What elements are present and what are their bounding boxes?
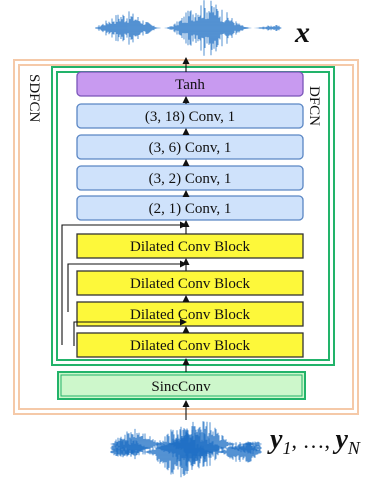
- sincconv-block-inner: [60, 374, 303, 397]
- input-label-subN: N: [347, 438, 361, 458]
- dilated-block-label: Dilated Conv Block: [130, 338, 250, 354]
- dilated-block-box: [76, 233, 304, 259]
- output-waveform: [95, 0, 282, 56]
- dilated-block: Dilated Conv Block: [76, 233, 304, 259]
- dilated-block: Dilated Conv Block: [76, 301, 304, 327]
- activation-block: Tanh: [76, 71, 304, 97]
- dilated-block-label: Dilated Conv Block: [130, 239, 250, 255]
- dilated-block: Dilated Conv Block: [76, 270, 304, 296]
- input-label-y2: y: [332, 424, 348, 455]
- sincconv-block: [57, 371, 306, 400]
- dfcn-label: DFCN: [306, 86, 322, 126]
- waveform-trace: [95, 0, 282, 56]
- dilated-block-box: [76, 332, 304, 358]
- conv-block-label: (2, 1) Conv, 1: [149, 201, 232, 217]
- conv-block-label: (3, 6) Conv, 1: [149, 140, 232, 156]
- activation-block-box: [76, 71, 304, 97]
- conv-block: (3, 6) Conv, 1: [76, 134, 304, 160]
- output-label: x: [294, 16, 310, 49]
- conv-block-label: (3, 2) Conv, 1: [149, 171, 232, 187]
- dilated-block-box: [76, 270, 304, 296]
- input-label-sep: , …,: [291, 428, 335, 453]
- sdfcn-label: SDFCN: [26, 74, 42, 123]
- conv-block-box: [76, 103, 304, 129]
- sincconv-label: SincConv: [151, 379, 211, 395]
- conv-block: (3, 2) Conv, 1: [76, 165, 304, 191]
- skip-connection-outer: [61, 221, 187, 345]
- input-label: y1, …, yN: [267, 424, 361, 458]
- input-waveform: [110, 421, 262, 478]
- conv-block-label: (3, 18) Conv, 1: [145, 109, 235, 125]
- skip-connection-inner: [73, 318, 187, 346]
- conv-block-box: [76, 134, 304, 160]
- input-label-y1: y: [267, 424, 283, 455]
- conv-block-box: [76, 195, 304, 221]
- waveform-trace: [110, 426, 262, 478]
- dilated-block-label: Dilated Conv Block: [130, 307, 250, 323]
- dfcn-inner-border: [51, 66, 335, 366]
- conv-block-box: [76, 165, 304, 191]
- dilated-block-label: Dilated Conv Block: [130, 276, 250, 292]
- skip-connection-middle: [67, 260, 187, 312]
- connections: [61, 57, 190, 420]
- block-stack: Tanh (3, 18) Conv, 1 (3, 6) Conv, 1 (3, 2) …: [76, 71, 304, 358]
- input-label-sub1: 1: [282, 438, 291, 458]
- dilated-block: Dilated Conv Block: [76, 332, 304, 358]
- conv-block: (3, 18) Conv, 1: [76, 103, 304, 129]
- activation-block-label: Tanh: [175, 77, 205, 93]
- conv-block: (2, 1) Conv, 1: [76, 195, 304, 221]
